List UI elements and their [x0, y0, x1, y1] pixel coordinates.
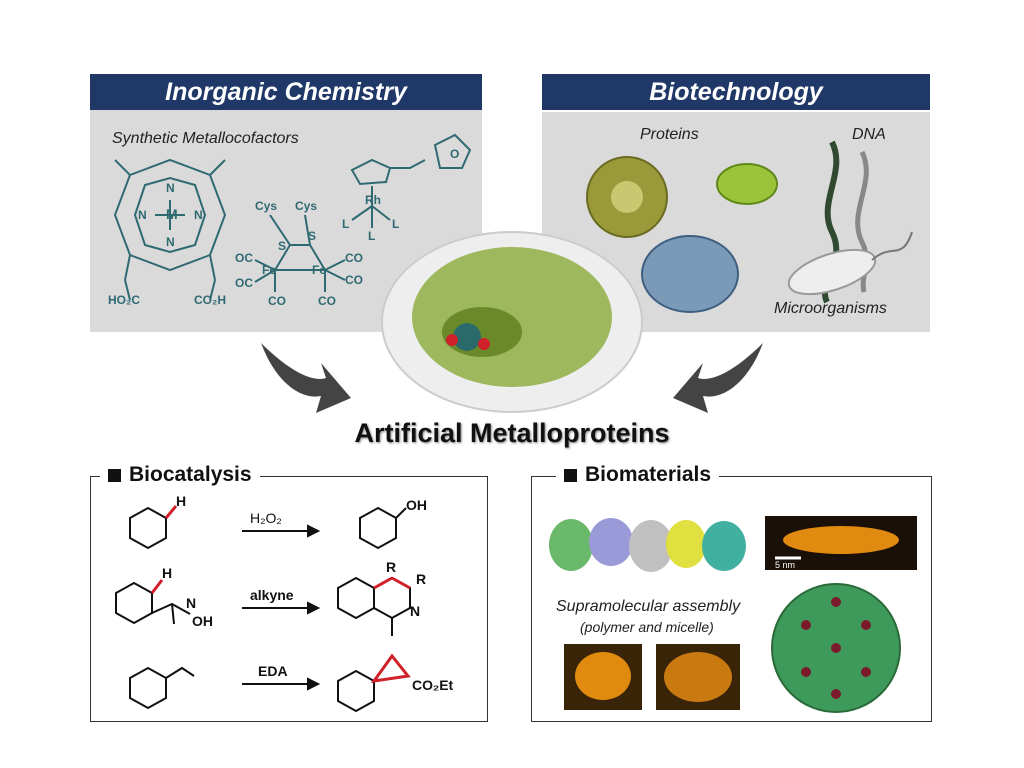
biocatalysis-reactions: H H₂O₂ OH H N OH alkyne R R N EDA CO₂Et [115, 493, 454, 713]
microorganisms-label: Microorganisms [774, 300, 887, 317]
svg-text:N: N [138, 208, 147, 222]
svg-text:L: L [368, 229, 375, 243]
protein-cage-image [771, 583, 901, 713]
svg-text:Fe: Fe [262, 263, 276, 277]
reagent-h2o2: H₂O₂ [250, 510, 282, 526]
square-bullet-icon [564, 468, 577, 482]
reagent-alkyne: alkyne [250, 587, 294, 603]
afm-polymer-image: 5 nm [765, 516, 917, 570]
svg-text:CO₂H: CO₂H [194, 293, 226, 307]
inorganic-chemistry-banner: Inorganic Chemistry [90, 74, 482, 110]
svg-text:N: N [166, 181, 175, 195]
artificial-metalloprotein-image [381, 231, 643, 413]
cofactor-spheres [453, 323, 481, 351]
artificial-metalloproteins-title: Artificial Metalloproteins [354, 418, 670, 448]
protein-blue-icon [641, 235, 739, 313]
svg-text:N: N [186, 595, 196, 611]
svg-text:Cys: Cys [295, 199, 317, 213]
afm-micelle-image-2 [656, 644, 740, 710]
svg-text:OH: OH [192, 613, 213, 629]
synthetic-metallocofactors-label: Synthetic Metallocofactors [112, 130, 299, 147]
supramolecular-assembly-label: Supramolecular assembly [556, 598, 741, 615]
svg-text:L: L [342, 217, 349, 231]
svg-text:L: L [392, 217, 399, 231]
isoquinoline-icon [337, 576, 375, 620]
proteins-label: Proteins [640, 126, 699, 143]
biocatalysis-box [90, 476, 488, 722]
svg-text:H: H [162, 565, 172, 581]
svg-text:Fe: Fe [312, 263, 326, 277]
svg-text:HO₂C: HO₂C [108, 293, 140, 307]
styrene-icon [129, 666, 167, 710]
svg-text:CO: CO [345, 251, 363, 265]
biomaterials-title: Biomaterials [556, 463, 720, 487]
polymer-micelle-label: (polymer and micelle) [580, 619, 714, 635]
dna-label: DNA [852, 126, 886, 143]
protein-polymer-image [549, 518, 746, 572]
reagent-eda: EDA [258, 663, 288, 679]
svg-text:CO₂Et: CO₂Et [412, 677, 454, 693]
svg-text:S: S [308, 229, 316, 243]
cyclopropane-product-icon [337, 669, 375, 713]
svg-text:N: N [410, 603, 420, 619]
biotechnology-banner: Biotechnology [542, 74, 930, 110]
microorganism-icon [787, 248, 877, 296]
svg-text:N: N [194, 208, 203, 222]
svg-text:R: R [416, 571, 426, 587]
svg-text:N: N [166, 235, 175, 249]
svg-text:Cys: Cys [255, 199, 277, 213]
square-bullet-icon [108, 468, 121, 482]
svg-text:Rh: Rh [365, 193, 381, 207]
svg-text:OC: OC [235, 276, 253, 290]
svg-text:H: H [176, 493, 186, 509]
biotech-illustrations [586, 140, 913, 313]
afm-micelle-image-1 [564, 644, 642, 710]
svg-text:CO: CO [318, 294, 336, 308]
metal-label: M [166, 206, 178, 222]
svg-text:CO: CO [268, 294, 286, 308]
right-arrow-icon [673, 343, 763, 413]
scale-bar-label: 5 nm [775, 560, 795, 570]
cyclohexane-icon [129, 506, 167, 550]
svg-text:S: S [278, 239, 286, 253]
left-arrow-icon [261, 343, 351, 413]
cyclohexanol-icon [359, 506, 397, 550]
biomaterials-box [531, 476, 932, 722]
svg-text:OC: OC [235, 251, 253, 265]
biocatalysis-title: Biocatalysis [100, 463, 260, 487]
svg-text:OH: OH [406, 497, 427, 513]
svg-text:R: R [386, 559, 396, 575]
svg-text:CO: CO [345, 273, 363, 287]
svg-text:O: O [450, 147, 459, 161]
protein-lime-icon [716, 163, 778, 205]
metallocofactor-structures: M N N N N HO₂C CO₂H Cys Cys S S Fe Fe OC… [108, 133, 472, 308]
oxime-reactant-icon [115, 581, 153, 625]
